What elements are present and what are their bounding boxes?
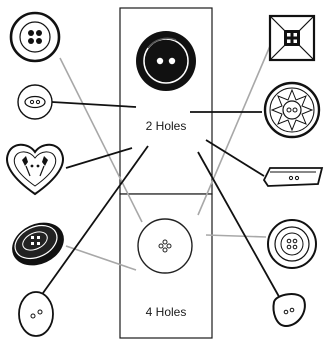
sunburst-two-hole-button xyxy=(265,83,319,137)
oval-two-hole-button-left xyxy=(18,85,52,119)
dark-rimmed-four-hole-button xyxy=(5,214,71,273)
connector-ringed-button xyxy=(206,235,266,237)
two-holes-label: 2 Holes xyxy=(146,119,187,133)
ringed-four-hole-button xyxy=(268,220,316,268)
square-four-hole-button xyxy=(270,16,314,60)
toggle-two-hole-button xyxy=(264,168,322,186)
shield-two-hole-button xyxy=(274,294,305,326)
two-hole-reference-button xyxy=(136,31,196,91)
plain-four-hole-button-top-left xyxy=(11,13,59,61)
heart-tulip-button xyxy=(7,145,63,194)
connector-toggle-button xyxy=(206,140,264,176)
oval-two-hole-button-bottom-left xyxy=(19,292,53,336)
four-hole-reference-button xyxy=(138,219,192,273)
four-holes-label: 4 Holes xyxy=(146,305,187,319)
